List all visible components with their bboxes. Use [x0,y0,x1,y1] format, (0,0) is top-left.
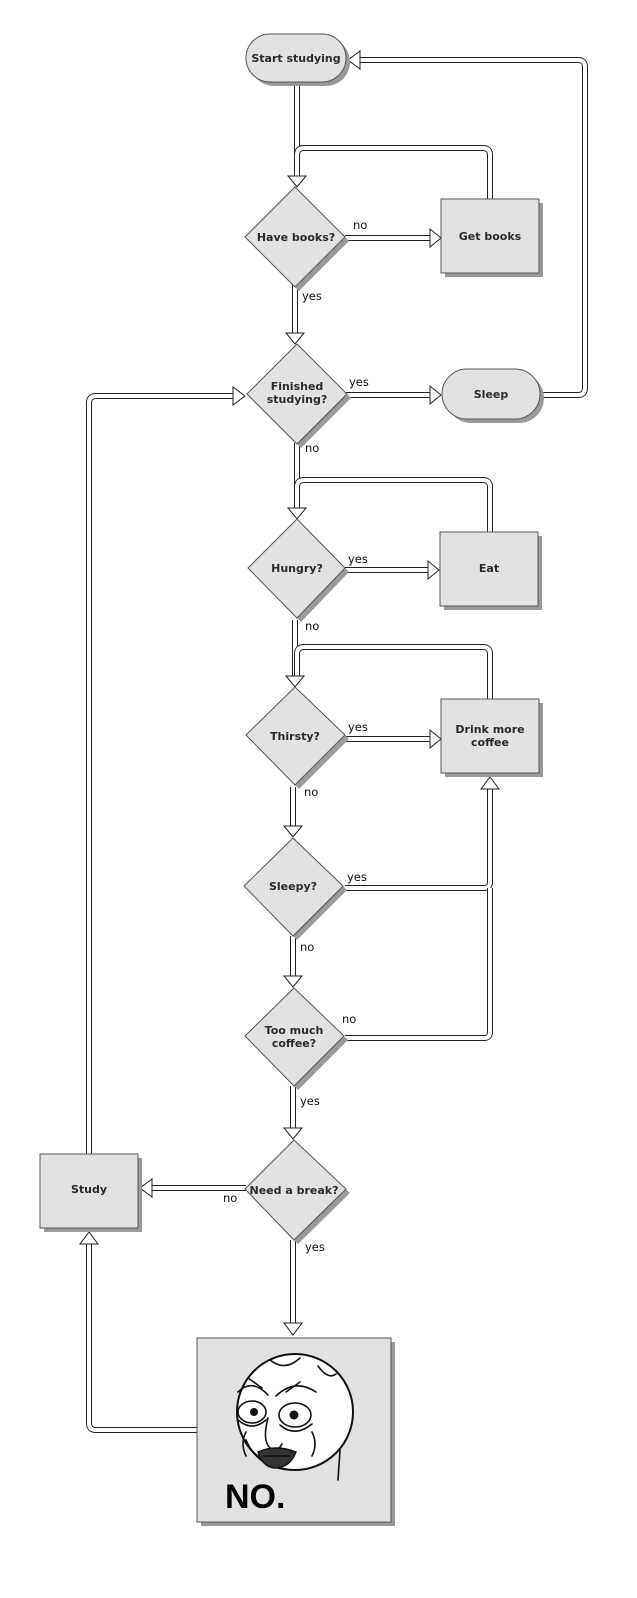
label-thirsty-yes: yes [348,720,368,734]
node-thirsty: Thirsty? [245,686,349,789]
node-study: Study [39,1153,142,1232]
node-hungry-label: Hungry? [271,562,323,575]
node-need-a-break: Need a break? [244,1139,350,1244]
label-need-break-yes: yes [305,1240,325,1254]
node-drink-label-line2: coffee [471,736,509,749]
node-start-studying-label: Start studying [251,52,340,65]
node-too-much-coffee: Too much coffee? [244,987,348,1090]
arrowheads [79,50,500,1336]
label-sleepy-yes: yes [347,870,367,884]
connectors [86,57,588,1433]
node-get-books-label: Get books [459,230,522,243]
node-thirsty-label: Thirsty? [270,730,320,743]
edge-eat-loop [294,477,493,532]
label-thirsty-no: no [304,785,318,799]
node-no-image: NO. [196,1337,395,1526]
label-too-much-no: no [342,1012,356,1026]
edge-study-to-finished [86,393,233,1155]
node-too-much-label-line2: coffee? [272,1037,316,1050]
label-need-break-no: no [223,1191,237,1205]
node-finished-label-line2: studying? [267,393,328,406]
node-finished-studying: Finished studying? [246,343,351,448]
node-drink-more-coffee: Drink more coffee [440,698,543,777]
edge-get-books-loop [294,145,493,200]
node-too-much-label-line1: Too much [265,1024,324,1037]
label-hungry-yes: yes [348,552,368,566]
no-image-caption: NO. [225,1478,285,1516]
node-eat-label: Eat [479,562,499,575]
label-too-much-yes: yes [300,1094,320,1108]
label-sleepy-no: no [300,940,314,954]
node-hungry: Hungry? [247,518,349,622]
node-sleepy: Sleepy? [243,837,347,940]
node-have-books-label: Have books? [257,231,335,244]
label-have-books-yes: yes [302,289,322,303]
edge-too-much-no [345,888,493,1041]
node-sleep: Sleep [441,368,544,423]
node-sleepy-label: Sleepy? [269,880,317,893]
edge-no-to-study [86,1244,197,1433]
label-finished-yes: yes [349,375,369,389]
node-sleep-label: Sleep [474,388,509,401]
node-study-label: Study [71,1183,107,1196]
edge-labels: no yes yes no yes no yes no yes no no ye… [223,218,369,1254]
label-finished-no: no [305,441,319,455]
angry-face-icon [236,1353,354,1481]
node-finished-label-line1: Finished [271,380,324,393]
node-need-break-label: Need a break? [250,1184,339,1197]
label-have-books-no: no [353,218,367,232]
node-have-books: Have books? [244,186,349,291]
node-eat: Eat [439,531,542,610]
node-start-studying: Start studying [245,33,350,86]
node-drink-label-line1: Drink more [455,723,524,736]
edge-drink-loop [294,644,493,700]
label-hungry-no: no [305,619,319,633]
node-get-books: Get books [440,198,543,277]
